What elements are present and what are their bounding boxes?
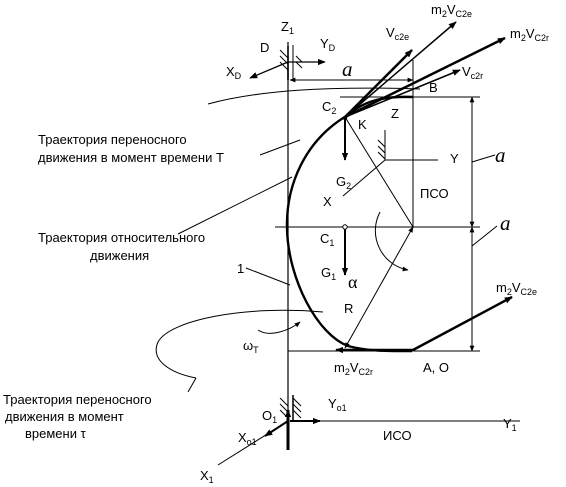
label-a-top: a (342, 57, 353, 81)
label-m2vc2r-bottom: m2VC2r (334, 360, 373, 377)
label-k: K (358, 117, 367, 132)
label-c2: C2 (322, 99, 336, 116)
radius-line-upper (344, 116, 414, 228)
label-ao: A, O (423, 360, 449, 375)
label-g2: G2 (336, 174, 351, 191)
transport-trajectory-T (207, 87, 421, 105)
support-hatch-top (279, 46, 303, 80)
leader-transport-tau (187, 377, 197, 393)
label-m2vc2r-top: m2VC2r (510, 26, 549, 43)
caption-relative-2: движения (90, 248, 149, 263)
label-m2vc2e-top: m2VC2e (431, 2, 472, 19)
leader-transport-T (259, 139, 301, 156)
label-yo1: Yo1 (328, 396, 347, 413)
vector-vc2r (344, 69, 461, 118)
label-xd: XD (226, 64, 242, 81)
label-one: 1 (237, 261, 244, 276)
label-c1: C1 (320, 231, 334, 248)
label-vc2e: Vc2e (386, 25, 409, 42)
radius-R (344, 226, 414, 349)
label-psco: ПСО (420, 186, 449, 201)
label-m2vc2e-bottom: m2VC2e (496, 280, 537, 297)
label-x: X (323, 194, 332, 209)
label-yd: YD (320, 36, 336, 53)
label-vc2r: Vc2r (462, 64, 483, 81)
label-xo1: Xo1 (238, 430, 257, 447)
caption-relative-1: Траектория относительного (38, 230, 205, 245)
vector-m2vc2r-top (344, 36, 506, 119)
transport-trajectory-tau (155, 309, 324, 379)
support-hatch-bottom (279, 395, 302, 420)
label-b: B (429, 80, 438, 95)
label-g1: G1 (321, 265, 336, 282)
label-x1: X1 (200, 468, 214, 485)
label-z1: Z1 (281, 19, 294, 36)
label-a-right-upper: a (495, 143, 506, 167)
label-omega: ωT (243, 338, 259, 355)
caption-transport-T-2: движения в момент времени T (38, 150, 224, 165)
caption-transport-T-1: Траектория переносного (38, 132, 187, 147)
label-r: R (344, 301, 353, 316)
label-a-right-lower: a (500, 211, 511, 235)
caption-transport-tau-3: времени τ (25, 426, 87, 441)
label-y: Y (450, 151, 459, 166)
point-c1 (342, 224, 348, 230)
label-o1: O1 (262, 408, 277, 425)
dim-a-right-leader-upper (471, 154, 496, 163)
label-y1: Y1 (503, 416, 517, 433)
caption-transport-tau-2: движения в момент (5, 409, 124, 424)
leader-relative (177, 176, 293, 235)
label-d: D (260, 40, 269, 55)
omega-rotation-arrow (257, 321, 301, 334)
vector-m2vc2e-top (344, 21, 457, 118)
vector-m2vc2e-bottom (412, 295, 513, 352)
caption-transport-tau-1: Траектория переносного (3, 392, 152, 407)
psco-hatch (377, 139, 386, 160)
label-z: Z (391, 106, 399, 121)
alpha-arc (374, 211, 409, 272)
psco-x-axis (342, 159, 386, 197)
leader-one (245, 267, 291, 286)
vector-vc2e (344, 49, 413, 118)
x1-axis (217, 420, 289, 466)
label-iso: ИСО (383, 428, 412, 443)
xd-axis (249, 61, 289, 79)
dim-a-right-leader-lower (471, 225, 498, 247)
label-alpha: α (348, 272, 358, 292)
